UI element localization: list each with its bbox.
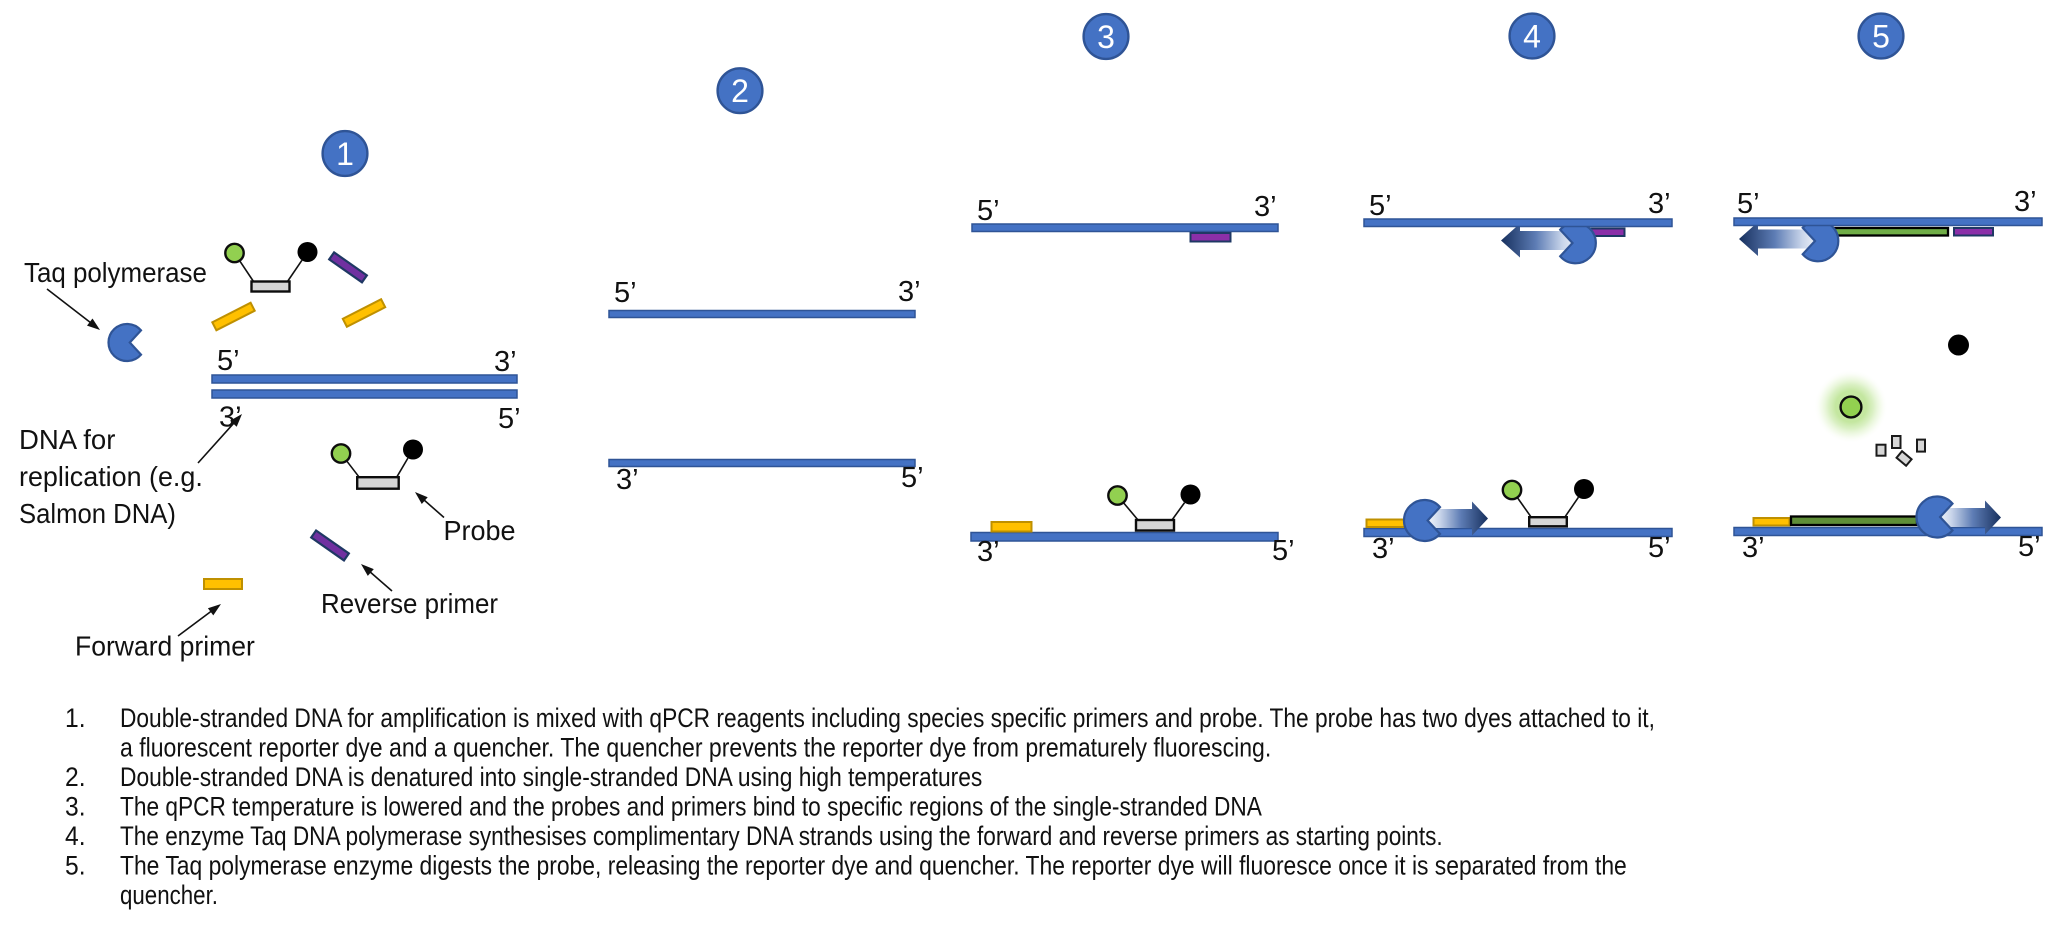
svg-text:5’: 5’ xyxy=(217,345,240,377)
svg-text:3’: 3’ xyxy=(1372,533,1395,565)
svg-text:Double-stranded DNA is denatur: Double-stranded DNA is denatured into si… xyxy=(120,763,982,792)
svg-text:3’: 3’ xyxy=(1742,532,1765,564)
svg-text:2.: 2. xyxy=(65,763,86,792)
svg-text:Salmon DNA): Salmon DNA) xyxy=(19,498,176,529)
svg-text:4.: 4. xyxy=(65,822,86,851)
svg-text:1: 1 xyxy=(336,136,354,172)
svg-text:Double-stranded DNA for amplif: Double-stranded DNA for amplification is… xyxy=(120,704,1655,733)
svg-text:3’: 3’ xyxy=(616,464,639,496)
svg-text:4: 4 xyxy=(1523,19,1541,55)
svg-text:3’: 3’ xyxy=(2014,186,2037,218)
svg-text:5’: 5’ xyxy=(498,403,521,435)
svg-text:3: 3 xyxy=(1097,19,1115,55)
svg-text:The Taq polymerase enzyme dige: The Taq polymerase enzyme digests the pr… xyxy=(120,852,1627,881)
svg-text:3’: 3’ xyxy=(898,276,921,308)
svg-text:5’: 5’ xyxy=(1272,535,1295,567)
svg-text:quencher.: quencher. xyxy=(120,881,218,910)
svg-text:3’: 3’ xyxy=(1254,191,1277,223)
svg-text:5’: 5’ xyxy=(2018,531,2041,563)
svg-text:Taq polymerase: Taq polymerase xyxy=(24,257,207,288)
svg-text:5’: 5’ xyxy=(977,195,1000,227)
svg-text:5’: 5’ xyxy=(901,462,924,494)
svg-text:5.: 5. xyxy=(65,852,86,881)
svg-text:a fluorescent reporter dye and: a fluorescent reporter dye and a quenche… xyxy=(120,734,1271,763)
svg-text:5’: 5’ xyxy=(1648,532,1671,564)
svg-text:The qPCR temperature is lowere: The qPCR temperature is lowered and the … xyxy=(120,793,1262,822)
svg-text:3’: 3’ xyxy=(494,346,517,378)
svg-text:3’: 3’ xyxy=(1648,188,1671,220)
svg-text:5’: 5’ xyxy=(1369,190,1392,222)
svg-text:2: 2 xyxy=(731,73,749,109)
svg-text:1.: 1. xyxy=(65,704,86,733)
svg-text:The enzyme Taq DNA polymerase: The enzyme Taq DNA polymerase synthesise… xyxy=(120,822,1443,851)
svg-text:Reverse primer: Reverse primer xyxy=(321,588,498,619)
svg-text:5: 5 xyxy=(1872,19,1890,55)
svg-text:5’: 5’ xyxy=(1737,188,1760,220)
svg-text:replication (e.g.: replication (e.g. xyxy=(19,461,203,493)
svg-text:Forward primer: Forward primer xyxy=(75,630,255,662)
svg-text:DNA for: DNA for xyxy=(19,424,115,455)
svg-text:Probe: Probe xyxy=(444,515,516,547)
svg-text:5’: 5’ xyxy=(614,277,637,309)
svg-text:3.: 3. xyxy=(65,793,86,822)
svg-text:3’: 3’ xyxy=(977,536,1000,568)
